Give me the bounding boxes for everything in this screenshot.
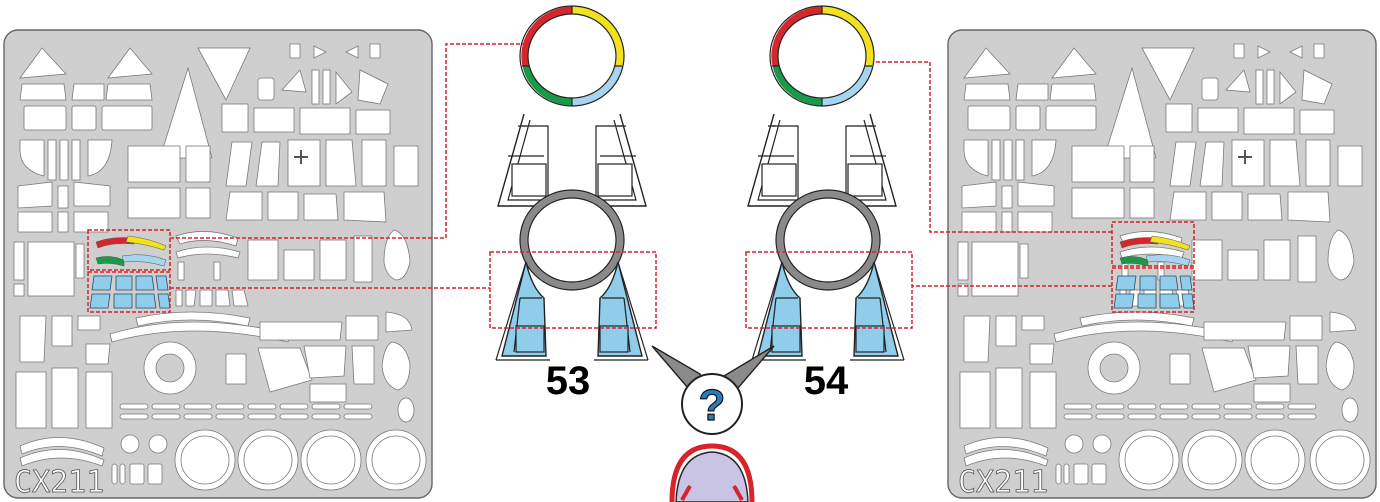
question-badge: ? — [651, 345, 775, 435]
question-mark-icon: ? — [699, 381, 726, 430]
mask-sheet-left: CX211 — [3, 29, 433, 500]
sheet-code-right: CX211 — [958, 465, 1048, 500]
variant-label-54: 54 — [804, 359, 849, 403]
variant-label-53: 53 — [546, 359, 591, 403]
highlight-box-right-colored — [1111, 221, 1195, 267]
mask-sheet-right: CX211 — [947, 29, 1377, 500]
connector-lines — [170, 43, 1112, 289]
highlight-box-left-blue — [87, 271, 171, 313]
canopy-frame-54-colored — [748, 6, 896, 206]
highlight-box-54 — [745, 251, 913, 329]
canopy-frame-54-blue — [745, 190, 913, 360]
canopy-frame-53-blue — [489, 190, 657, 360]
sheet-code-left: CX211 — [14, 465, 104, 500]
canopy-frame-53-colored — [498, 6, 646, 206]
highlight-box-left-colored — [87, 229, 171, 271]
highlight-box-right-blue — [1111, 267, 1195, 313]
highlight-box-53 — [489, 251, 657, 329]
dome-preview — [669, 443, 755, 502]
